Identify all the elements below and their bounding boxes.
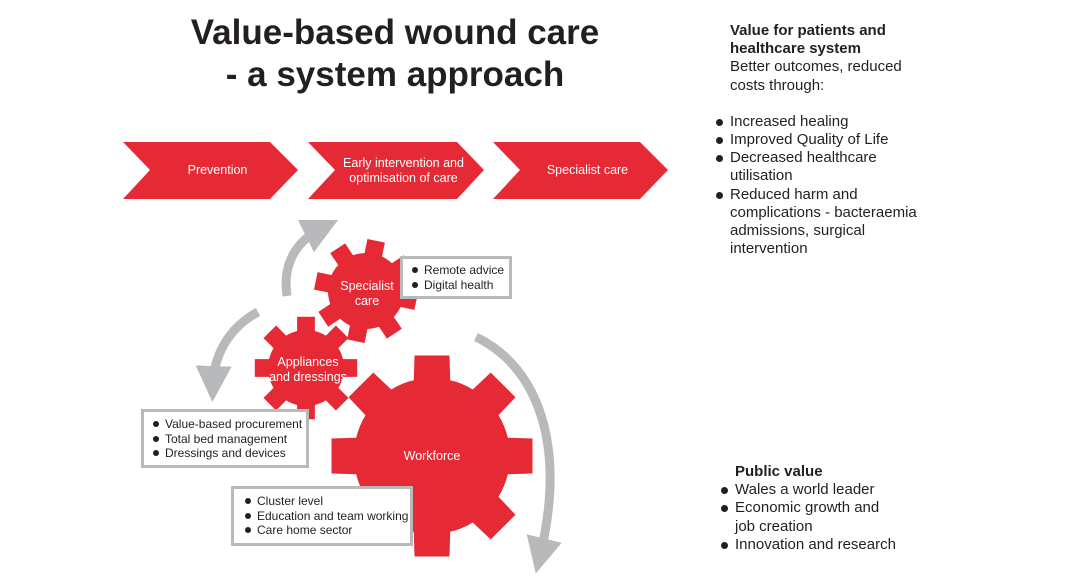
chevron-label-specialist-care: Specialist care bbox=[546, 163, 629, 177]
appliances-box: Value-based procurement Total bed manage… bbox=[141, 409, 309, 468]
appliances-bullet-3: Dressings and devices bbox=[152, 446, 298, 461]
value-item-text: Improved Quality of Life bbox=[730, 131, 889, 149]
value-intro-line-2: costs through: bbox=[730, 76, 825, 94]
value-item-text: utilisation bbox=[730, 167, 793, 185]
specialist-bullet-1: Remote advice bbox=[411, 263, 504, 278]
cycle-arrow-left-icon bbox=[195, 308, 261, 402]
gear-label-appliances: Appliances and dressings bbox=[269, 355, 347, 384]
chevron-label-early-intervention: Early intervention and optimisation of c… bbox=[343, 155, 464, 185]
gear-label-specialist-care: Specialist care bbox=[340, 279, 394, 308]
gear-appliances-icon bbox=[254, 316, 358, 420]
gear-specialist-icon bbox=[314, 239, 418, 343]
specialist-bullet-2: Digital health bbox=[411, 278, 501, 293]
value-item-text: intervention bbox=[730, 240, 808, 258]
value-item-text: Reduced harm and bbox=[730, 185, 858, 203]
workforce-bullet-2: Education and team working bbox=[244, 509, 408, 524]
value-item-text: Decreased healthcare bbox=[730, 149, 877, 167]
value-panel: Value for patients and healthcare system… bbox=[716, 22, 956, 258]
value-item: Decreased healthcare utilisation bbox=[716, 149, 956, 185]
public-value-item-text: Economic growth and bbox=[735, 499, 880, 517]
public-value-heading: Public value bbox=[735, 463, 823, 480]
specialist-care-box: Remote advice Digital health bbox=[400, 256, 512, 299]
value-item-text: Increased healing bbox=[730, 112, 849, 130]
public-value-item-text: Innovation and research bbox=[735, 535, 896, 553]
cycle-arrow-up-icon bbox=[281, 219, 339, 297]
chevron-label-prevention: Prevention bbox=[187, 163, 248, 177]
appliances-bullet-2: Total bed management bbox=[152, 432, 298, 447]
value-item: Improved Quality of Life bbox=[716, 131, 956, 149]
workforce-bullet-1: Cluster level bbox=[244, 494, 402, 509]
public-value-panel: Public value Wales a world leader Econom… bbox=[721, 463, 941, 554]
value-item-text: complications - bacteraemia bbox=[730, 203, 917, 221]
title-line-1: Value-based wound care bbox=[190, 13, 600, 52]
title-line-2: - a system approach bbox=[225, 55, 565, 94]
cycle-arrow-right-down-icon bbox=[474, 332, 562, 574]
gear-label-workforce: Workforce bbox=[403, 448, 461, 463]
value-intro-line-1: Better outcomes, reduced bbox=[730, 58, 902, 76]
value-item: Reduced harm and complications - bactera… bbox=[716, 186, 956, 259]
public-value-item: Economic growth and job creation bbox=[721, 499, 941, 535]
public-value-item-text: Wales a world leader bbox=[735, 481, 875, 499]
value-heading-line-2: healthcare system bbox=[730, 40, 861, 58]
appliances-bullet-1: Value-based procurement bbox=[152, 417, 302, 432]
page-title: Value-based wound care - a system approa… bbox=[150, 12, 640, 96]
gear-specialist-shape bbox=[314, 239, 418, 343]
workforce-box: Cluster level Education and team working… bbox=[231, 486, 413, 546]
gear-appliances-shape bbox=[254, 316, 358, 420]
value-item-text: admissions, surgical bbox=[730, 222, 866, 240]
chevron-early-intervention bbox=[308, 142, 484, 199]
chevron-specialist-care bbox=[493, 142, 668, 199]
public-value-item: Wales a world leader bbox=[721, 481, 941, 499]
public-value-item: Innovation and research bbox=[721, 536, 941, 554]
value-item: Increased healing bbox=[716, 113, 956, 131]
chevron-prevention bbox=[123, 142, 298, 199]
workforce-bullet-3: Care home sector bbox=[244, 523, 402, 538]
public-value-item-text: job creation bbox=[735, 517, 813, 535]
value-heading-line-1: Value for patients and bbox=[730, 22, 886, 39]
